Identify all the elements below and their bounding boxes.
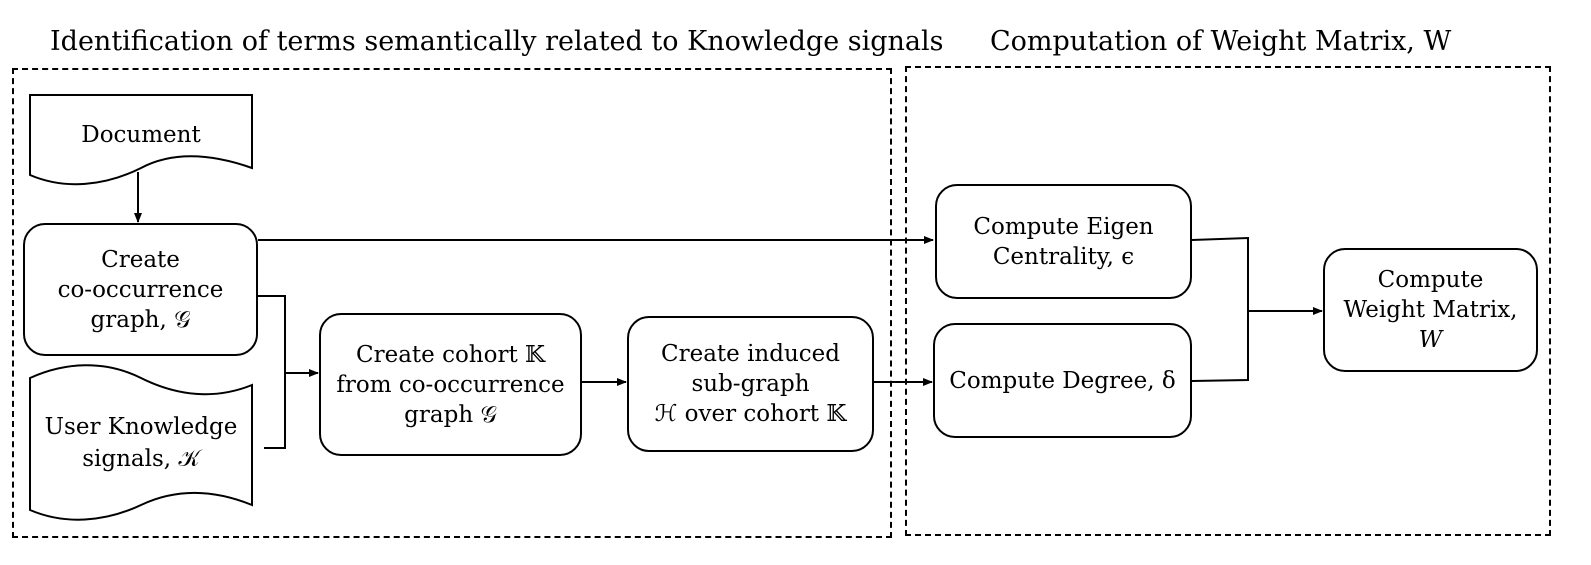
weight-matrix-label-line3: W [1418, 327, 1443, 353]
user-signals-shape [29, 364, 253, 521]
induced-subgraph-label-line1: Create induced [660, 341, 840, 367]
create-cohort-label-line2: from co-occurrence [336, 371, 565, 398]
create-cohort-label-line1: Create cohort 𝕂 [355, 341, 545, 368]
create-cohort-label-line3: graph 𝒢 [404, 401, 497, 428]
document-node: Document [30, 110, 252, 160]
weight-matrix-label-line2: Weight Matrix, [1343, 297, 1518, 323]
right-section-frame [905, 66, 1551, 536]
eigen-centrality-label-line1: Compute Eigen [973, 213, 1154, 240]
degree-node: Compute Degree, δ [933, 323, 1192, 438]
induced-subgraph-node: Create induced sub-graph ℋ over cohort 𝕂 [627, 316, 874, 452]
induced-subgraph-label-line2: sub-graph [691, 371, 810, 397]
create-graph-label-line1: Create [101, 246, 180, 273]
user-signals-label-line1: User Knowledge [44, 413, 238, 440]
connector-eigen-degree-merge [1191, 236, 1249, 382]
user-signals-label-line2: signals, 𝒦 [82, 445, 200, 472]
eigen-centrality-label-line2: Centrality, ϵ [992, 243, 1135, 270]
left-section-frame [12, 68, 892, 538]
connector-graph-to-merge [258, 295, 286, 449]
eigen-centrality-node: Compute Eigen Centrality, ϵ [935, 184, 1192, 299]
create-cohort-node: Create cohort 𝕂 from co-occurrence graph… [319, 313, 582, 456]
weight-matrix-node: Compute Weight Matrix, W [1323, 248, 1538, 372]
induced-subgraph-label-line3: ℋ over cohort 𝕂 [654, 401, 847, 427]
user-signals-node: User Knowledge signals, 𝒦 [30, 405, 252, 480]
create-graph-label-line3: graph, 𝒢 [90, 306, 191, 333]
create-graph-label-line2: co-occurrence [57, 276, 224, 303]
document-label: Document [81, 122, 201, 148]
create-graph-node: Create co-occurrence graph, 𝒢 [23, 223, 258, 356]
left-section-title: Identification of terms semantically rel… [50, 26, 944, 57]
degree-label: Compute Degree, δ [949, 367, 1176, 394]
document-shape [29, 94, 253, 186]
right-section-title: Computation of Weight Matrix, W [990, 26, 1452, 57]
weight-matrix-label-line1: Compute [1377, 267, 1484, 293]
